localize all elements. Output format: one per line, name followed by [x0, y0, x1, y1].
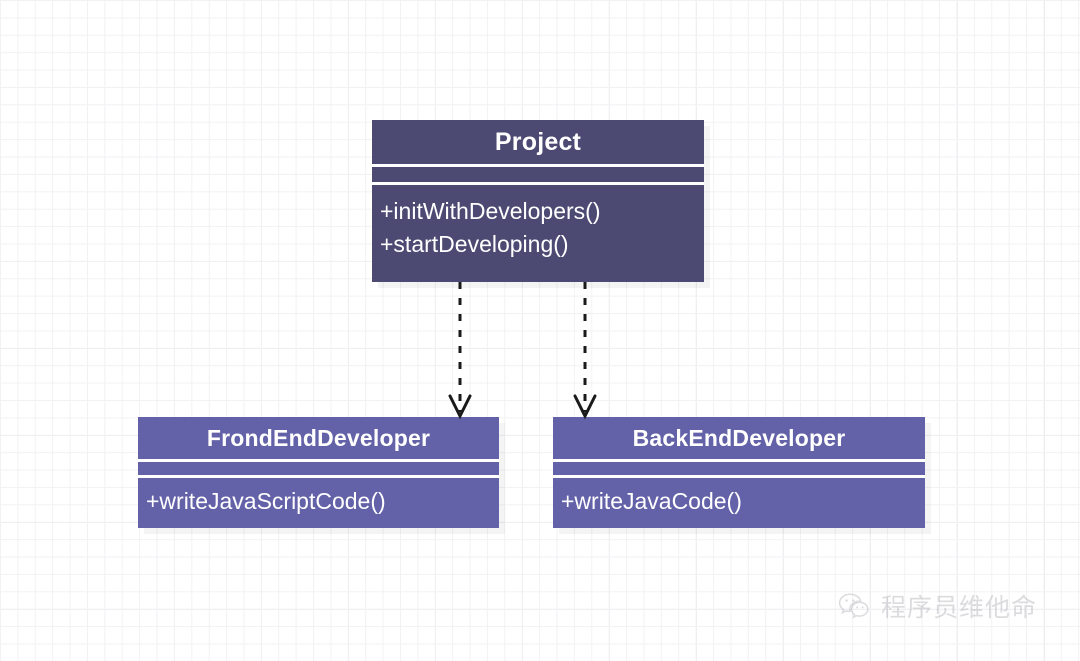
- uml-attributes-compartment: [138, 462, 499, 475]
- uml-compartment-separator: [553, 459, 925, 462]
- dependency-arrow-project-to-frontend: [448, 282, 472, 420]
- uml-class-title: Project: [494, 128, 582, 156]
- uml-method: +writeJavaCode(): [561, 488, 742, 514]
- uml-method: +startDeveloping(): [380, 231, 569, 257]
- uml-compartment-separator: [138, 459, 499, 462]
- uml-compartment-separator: [138, 475, 499, 478]
- watermark-text: 程序员维他命: [881, 593, 1038, 622]
- wechat-icon: [838, 593, 869, 619]
- uml-class-frondenddeveloper[interactable]: FrondEndDeveloper +writeJavaScriptCode(): [138, 417, 499, 528]
- uml-methods-compartment: +initWithDevelopers() +startDeveloping(): [372, 185, 704, 282]
- dependency-arrow-project-to-backend: [573, 282, 597, 420]
- uml-class-project[interactable]: Project +initWithDevelopers() +startDeve…: [372, 120, 704, 282]
- uml-class-title: FrondEndDeveloper: [206, 425, 431, 451]
- dependency-arrowhead: [448, 394, 472, 420]
- uml-method: +writeJavaScriptCode(): [146, 488, 386, 514]
- watermark: 程序员维他命: [838, 588, 1037, 624]
- uml-methods-compartment: +writeJavaCode(): [553, 478, 925, 528]
- uml-method: +initWithDevelopers(): [380, 198, 601, 224]
- uml-attributes-compartment: [372, 167, 704, 182]
- uml-compartment-separator: [372, 182, 704, 185]
- uml-compartment-separator: [553, 475, 925, 478]
- uml-class-title: BackEndDeveloper: [632, 425, 846, 451]
- uml-methods-compartment: +writeJavaScriptCode(): [138, 478, 499, 528]
- dependency-arrowhead: [573, 394, 597, 420]
- uml-compartment-separator: [372, 164, 704, 167]
- uml-class-backenddeveloper[interactable]: BackEndDeveloper +writeJavaCode(): [553, 417, 925, 528]
- uml-attributes-compartment: [553, 462, 925, 475]
